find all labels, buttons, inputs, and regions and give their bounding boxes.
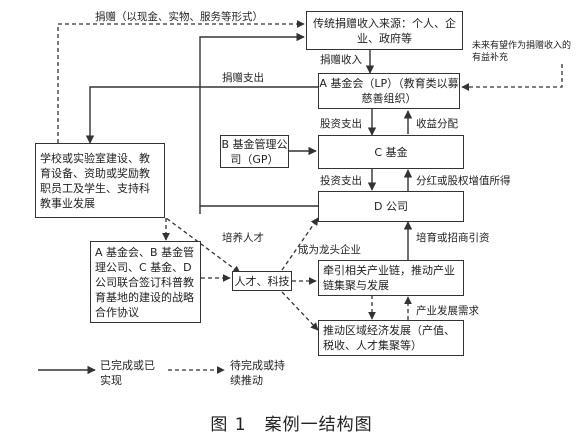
- label-dividend: 分红或股权增值所得: [416, 175, 511, 187]
- line-d-to-left: [199, 32, 318, 207]
- label-return-distribution: 收益分配: [416, 118, 458, 130]
- label-future-supplement: 未来有望作为捐赠收入的有益补充: [472, 41, 572, 63]
- box-talent-tech: 人才、科技: [232, 271, 292, 291]
- box-b-manager: B 基金管理公司（GP）: [220, 135, 289, 168]
- box-traditional-donation: 传统捐赠收入来源：个人、企业、政府等: [306, 11, 463, 50]
- label-cultivate-talent: 培养人才: [222, 232, 264, 244]
- arrow-dashed-school-to-talent: [149, 205, 241, 274]
- label-leading-enterprise: 成为龙头企业: [298, 244, 361, 256]
- label-donation-forms: 捐赠（以现金、实物、服务等形式）: [95, 11, 263, 23]
- box-foundation-a: A 基金会（LP）（教育类以募慈善组织）: [318, 73, 460, 109]
- label-donation-income: 捐赠收入: [320, 54, 362, 66]
- legend-solid-text: 已完成或已实现: [100, 359, 155, 387]
- label-donation-expense: 捐赠支出: [222, 72, 264, 84]
- label-investment-expense-2: 投资支出: [320, 175, 362, 187]
- box-company-d: D 公司: [318, 191, 464, 222]
- arrow-dashed-talent-to-d: [281, 217, 319, 271]
- box-regional-economy: 推动区域经济发展（产值、税收、人才集聚等）: [318, 320, 464, 356]
- label-investment-expense-1: 股资支出: [320, 118, 362, 130]
- arrow-dashed-future: [461, 64, 563, 91]
- box-school-support: 学校或实验室建设、教育设备、资助或奖励教职员工及学生、支持科教事业发展: [35, 143, 165, 218]
- figure-caption: 图 1 案例一结构图: [210, 415, 373, 435]
- arrow-dashed-talent-to-regional: [281, 291, 319, 331]
- box-strategic-agreement: A 基金会、B 基金管理公司、C 基金、D 公司联合签订科普教育基地的建设的战略…: [90, 241, 201, 323]
- label-investment-attract: 培育或招商引资: [416, 232, 490, 244]
- box-industry-chain: 牵引相关产业链，推动产业链集聚与发展: [318, 260, 464, 296]
- legend-dashed-text: 待完成或持续推动: [230, 359, 285, 387]
- box-fund-c: C 基金: [318, 135, 464, 169]
- label-industry-demand: 产业发展需求: [416, 305, 479, 317]
- arrow-dashed-donation: [57, 20, 305, 143]
- arrow-donation-expense: [85, 86, 318, 144]
